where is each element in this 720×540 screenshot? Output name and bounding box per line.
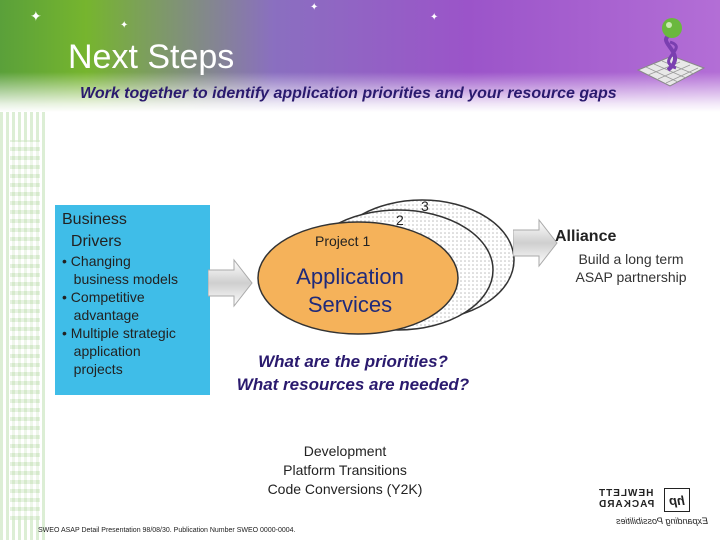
priorities-questions: What are the priorities? What resources …: [208, 350, 498, 396]
page-title: Next Steps: [68, 38, 235, 76]
development-line: Platform Transitions: [283, 462, 407, 478]
business-drivers-box: [55, 205, 210, 395]
page-subtitle: Work together to identify application pr…: [80, 85, 617, 102]
list-item: • Multiple strategic application project…: [62, 325, 176, 377]
alliance-description: Build a long term ASAP partnership: [556, 250, 706, 286]
application-services-line: Services: [307, 292, 393, 317]
application-services-label: Application Services: [260, 263, 440, 319]
hp-logo: HEWLETT PACKARD hp Expanding Possibiliti…: [598, 488, 708, 528]
project-ellipses: [257, 199, 515, 335]
alliance-line: ASAP partnership: [575, 269, 687, 285]
development-line: Development: [303, 443, 387, 459]
project-ellipse-1: [257, 221, 459, 335]
list-item: • Competitive advantage: [62, 289, 145, 323]
globe-grid-logo-icon: [636, 18, 706, 87]
development-line: Code Conversions (Y2K): [267, 481, 423, 497]
footer-note: SWEO ASAP Detail Presentation 98/08/30. …: [38, 527, 296, 534]
right-arrow-icon: [513, 218, 558, 268]
project-label-2: 2: [396, 212, 404, 228]
question-line: What resources are needed?: [236, 375, 470, 394]
sparkle-icon: ✦: [30, 8, 42, 24]
business-drivers-list: • Changing business models • Competitive…: [62, 252, 178, 378]
sparkle-icon: ✦: [430, 12, 439, 23]
development-text: Development Platform Transitions Code Co…: [240, 442, 450, 499]
hp-mark-icon: hp: [669, 492, 685, 508]
list-item: • Changing business models: [62, 253, 178, 287]
decorative-stripes: [10, 140, 40, 520]
hp-tagline: Expanding Possibilities: [615, 516, 708, 526]
question-line: What are the priorities?: [258, 352, 448, 371]
hp-logo-line: HEWLETT: [598, 488, 654, 499]
sparkle-icon: ✦: [310, 2, 319, 13]
header-fade: [0, 72, 720, 112]
alliance-title: Alliance: [555, 228, 617, 245]
business-drivers-title: Business Drivers: [62, 211, 127, 250]
hp-logo-line: PACKARD: [598, 499, 655, 510]
sparkle-icon: ✦: [120, 20, 129, 31]
project-label-3: 3: [421, 198, 429, 214]
right-arrow-icon: [208, 258, 253, 308]
alliance-line: Build a long term: [578, 251, 684, 267]
project-label-1: Project 1: [315, 233, 371, 249]
application-services-line: Application: [296, 264, 404, 289]
